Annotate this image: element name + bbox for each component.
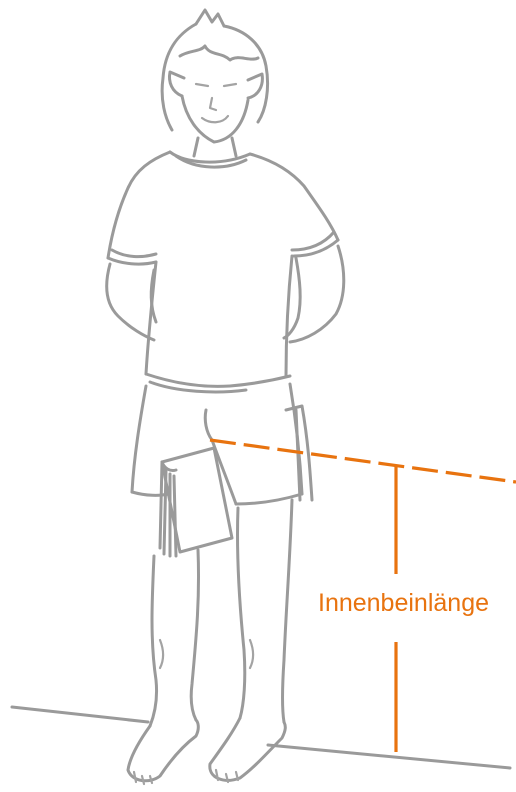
crotch-dashed-line — [210, 440, 516, 482]
shirt — [108, 152, 338, 392]
shorts — [132, 384, 302, 504]
inseam-label: Innenbeinlänge — [318, 588, 489, 618]
feet — [128, 718, 285, 784]
arms — [107, 246, 344, 342]
head — [162, 10, 267, 156]
